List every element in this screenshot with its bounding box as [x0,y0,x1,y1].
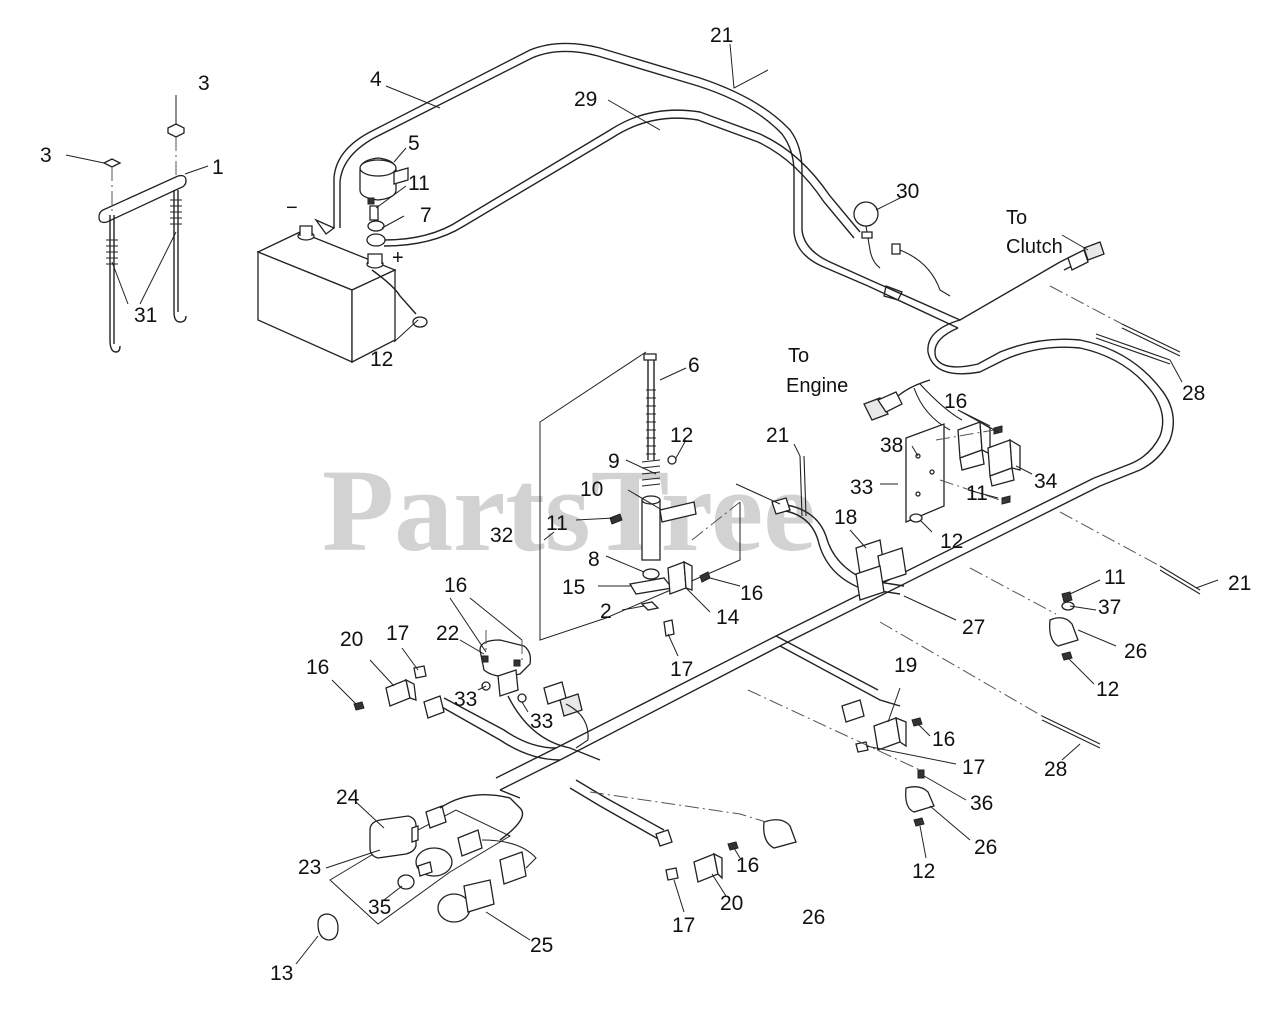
callout-labels: 1 3 3 31 4 5 11 7 12 21 29 30 28 6 12 9 … [40,24,1251,985]
battery-positive-label: + [392,247,404,269]
callout-26: 26 [802,906,825,929]
callout-31: 31 [134,304,157,327]
callout-16: 16 [944,390,967,413]
leader-lines [65,43,1219,965]
callout-7: 7 [420,204,432,227]
callout-3: 3 [198,72,210,95]
to-engine-label-1: To [788,345,809,367]
callout-12: 12 [670,424,693,447]
starter-solenoid [359,157,428,328]
callout-21: 21 [710,24,733,47]
callout-22: 22 [436,622,459,645]
to-clutch-label-2: Clutch [1006,236,1063,258]
harness-clamp-upper [969,511,1201,661]
to-engine-label-2: Engine [786,375,848,397]
callout-12: 12 [940,530,963,553]
callout-33: 33 [530,710,553,733]
callout-11: 11 [408,172,430,195]
callout-17: 17 [962,756,985,779]
callout-12: 12 [1096,678,1119,701]
callout-15: 15 [562,576,585,599]
engine-connector: To Engine [786,345,903,421]
ignition-switch-group [317,789,537,941]
callout-11: 11 [966,482,988,505]
callout-17: 17 [670,658,693,681]
callout-21: 21 [766,424,789,447]
callout-5: 5 [408,132,420,155]
callout-30: 30 [896,180,919,203]
callout-24: 24 [336,786,360,809]
callout-29: 29 [574,88,597,111]
callout-1: 1 [212,156,224,179]
watermark: PartsTree [322,445,816,576]
callout-27: 27 [962,616,985,639]
callout-21: 21 [1228,572,1251,595]
callout-33: 33 [850,476,873,499]
callout-37: 37 [1098,596,1121,619]
callout-16: 16 [740,582,763,605]
callout-23: 23 [298,856,321,879]
callout-28: 28 [1044,758,1067,781]
callout-38: 38 [880,434,903,457]
callout-28: 28 [1182,382,1205,405]
interlock-switch [735,455,907,601]
callout-6: 6 [688,354,700,377]
callout-26: 26 [974,836,997,859]
callout-34: 34 [1034,470,1058,493]
callout-33: 33 [454,688,477,711]
callout-20: 20 [340,628,363,651]
callout-36: 36 [970,792,993,815]
callout-20: 20 [720,892,743,915]
fuse-holder [853,201,951,301]
relay-assembly [905,420,1021,523]
callout-12: 12 [912,860,935,883]
pto-switch-group [353,630,601,761]
callout-10: 10 [580,478,603,501]
callout-16: 16 [306,656,329,679]
clutch-connector: To Clutch [1006,207,1105,271]
callout-13: 13 [270,962,293,985]
callout-35: 35 [368,896,391,919]
callout-12: 12 [370,348,393,371]
cable-ties-upper [1049,285,1181,365]
callout-3: 3 [40,144,52,167]
lower-harness-parts [589,791,797,883]
battery-cables [314,42,871,287]
callout-9: 9 [608,450,620,473]
callout-17: 17 [386,622,409,645]
reverse-switch-group [747,689,935,827]
callout-16: 16 [736,854,759,877]
cable-tie-lower [879,621,1101,749]
callout-2: 2 [600,600,612,623]
main-wiring-harness [439,249,1174,841]
callout-11: 11 [546,512,568,535]
callout-14: 14 [716,606,740,629]
callout-19: 19 [894,654,917,677]
callout-8: 8 [588,548,600,571]
battery-negative-label: − [286,197,298,219]
callout-11: 11 [1104,566,1126,589]
callout-26: 26 [1124,640,1147,663]
battery: − + [256,197,404,364]
to-clutch-label-1: To [1006,207,1027,229]
callout-32: 32 [490,524,513,547]
callout-17: 17 [672,914,695,937]
callout-4: 4 [370,68,382,91]
brake-switch-assembly [539,351,741,641]
callout-16: 16 [932,728,955,751]
callout-18: 18 [834,506,857,529]
callout-25: 25 [530,934,553,957]
callout-16: 16 [444,574,467,597]
